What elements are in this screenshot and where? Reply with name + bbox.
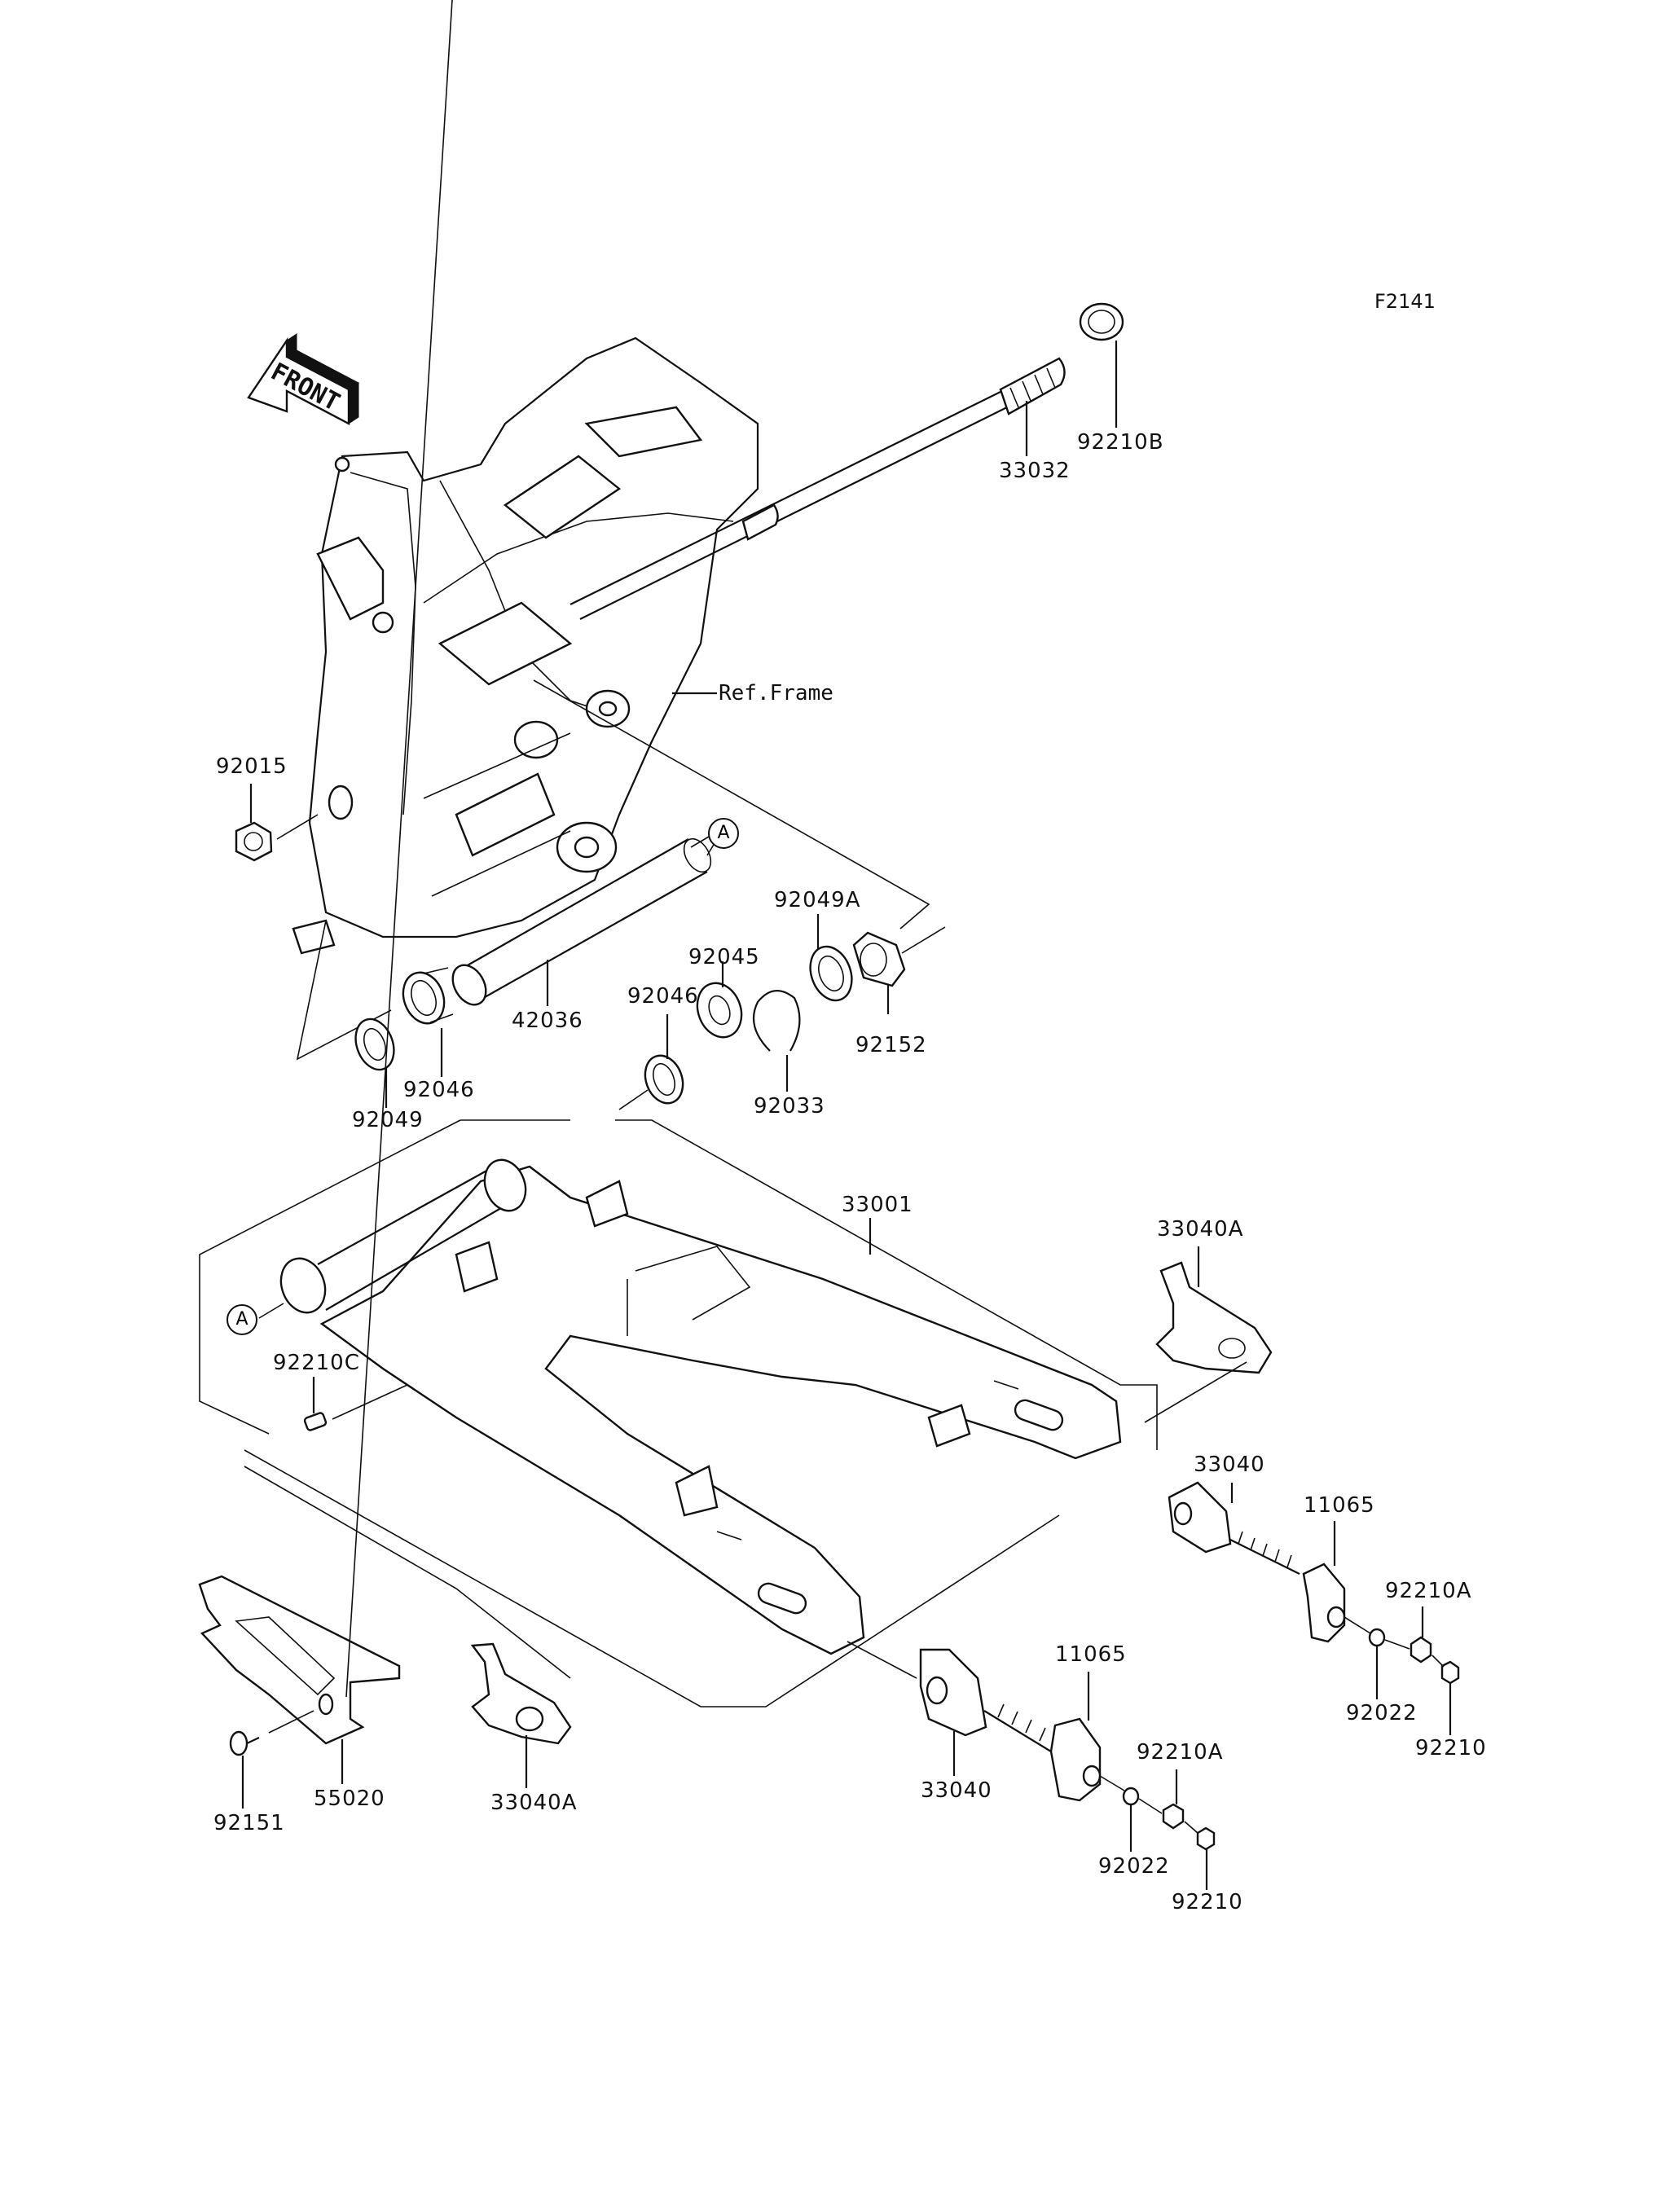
part-label-33040-right[interactable]: 33040 [1194,1453,1265,1477]
pivot-bearings-drawing [354,914,946,1110]
part-label-33040-left[interactable]: 33040 [921,1778,992,1803]
part-label-92022-right[interactable]: 92022 [1346,1701,1418,1725]
connector-a-leader-bottom [258,1303,284,1319]
nut-92015-drawing [235,784,354,862]
part-label-33001[interactable]: 33001 [842,1193,913,1217]
part-label-33040A-left[interactable]: 33040A [490,1791,578,1815]
part-label-92033[interactable]: 92033 [754,1094,825,1119]
part-label-33032[interactable]: 33032 [999,459,1071,483]
part-label-92049[interactable]: 92049 [352,1108,424,1132]
front-direction-arrow-icon: FRONT [247,333,359,425]
adjuster-plate-right-drawing [1144,1246,1273,1423]
connector-a-leader-top [690,836,710,848]
connector-mark-a-bottom: A [226,1304,257,1335]
part-label-11065-left[interactable]: 11065 [1055,1642,1127,1667]
part-label-92046-lower[interactable]: 92046 [403,1078,475,1102]
part-label-11065-right[interactable]: 11065 [1304,1493,1375,1518]
figure-code: F2141 [1374,290,1436,313]
part-label-92210B[interactable]: 92210B [1077,430,1164,455]
plug-drawing [303,1377,408,1431]
part-label-92210A-right[interactable]: 92210A [1385,1579,1472,1603]
part-label-92151[interactable]: 92151 [213,1811,285,1835]
part-label-42036[interactable]: 42036 [512,1009,583,1033]
part-label-92015[interactable]: 92015 [216,754,288,779]
chain-guard-drawing [198,0,453,1809]
part-label-92210-left[interactable]: 92210 [1172,1890,1243,1914]
part-label-92210A-left[interactable]: 92210A [1137,1740,1224,1765]
sleeve-drawing [451,837,718,1006]
pivot-shaft-drawing [570,302,1124,620]
adjuster-right-drawing [1168,1481,1460,1735]
part-label-33040A-right[interactable]: 33040A [1157,1217,1244,1242]
part-label-92045[interactable]: 92045 [688,945,760,969]
frame-drawing [292,336,930,1061]
part-label-92022-left[interactable]: 92022 [1098,1854,1170,1879]
part-label-92210C[interactable]: 92210C [273,1351,360,1375]
part-label-55020[interactable]: 55020 [314,1787,385,1811]
ref-frame-label: Ref.Frame [719,681,833,705]
part-label-92210-right[interactable]: 92210 [1415,1736,1487,1760]
adjuster-left-drawing [847,1641,1216,1890]
swingarm-drawing [199,1119,1158,1708]
connector-mark-a-top: A [708,818,739,849]
part-label-92049A[interactable]: 92049A [774,888,861,912]
part-label-92046-upper[interactable]: 92046 [627,984,699,1009]
part-label-92152[interactable]: 92152 [855,1033,927,1057]
adjuster-plate-left-drawing [470,1642,572,1788]
